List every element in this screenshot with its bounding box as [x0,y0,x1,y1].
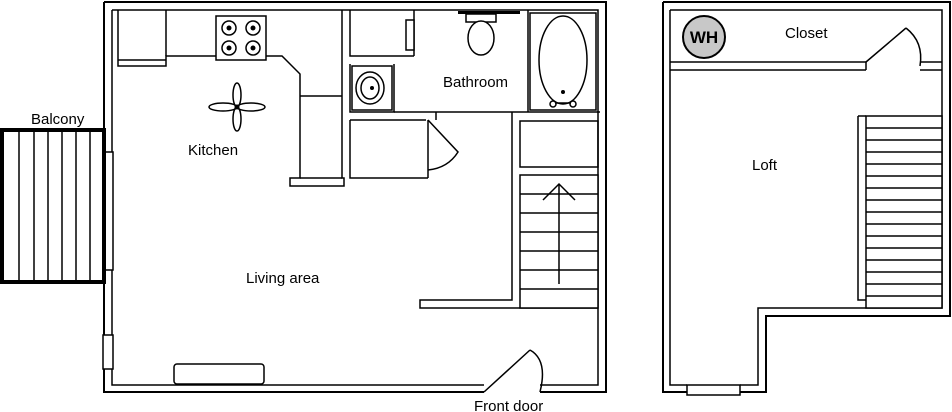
closet-label: Closet [785,25,828,42]
living-area-label: Living area [246,270,320,287]
bathroom-label: Bathroom [443,74,508,91]
ceiling-fan-icon [208,82,266,132]
loft-stair-walls [857,115,866,301]
sink-icon [351,65,393,111]
loft-staircase [865,115,943,309]
closet-door[interactable] [865,27,922,67]
closet-walls [670,61,942,71]
loft-window [686,384,741,396]
loft-label: Loft [752,157,778,174]
bathroom-window [405,19,415,51]
front-door[interactable] [483,349,544,393]
bathroom-door[interactable] [427,119,459,178]
kitchen-counter [117,10,345,187]
loft-walls [662,1,951,393]
water-heater-label: WH [690,28,718,47]
kitchen-label: Kitchen [188,142,238,159]
stairs-up-arrow-icon [542,182,576,284]
bathtub-icon [529,12,597,111]
stove [215,15,267,61]
living-bench [173,363,265,385]
toilet-icon [458,11,520,56]
bathroom-walls [349,10,600,179]
water-heater-icon: WH [682,15,726,59]
balcony-label: Balcony [31,111,85,128]
stair-area-walls [419,112,599,309]
front-door-label: Front door [474,398,543,412]
living-window [102,334,114,370]
balcony [0,128,106,284]
